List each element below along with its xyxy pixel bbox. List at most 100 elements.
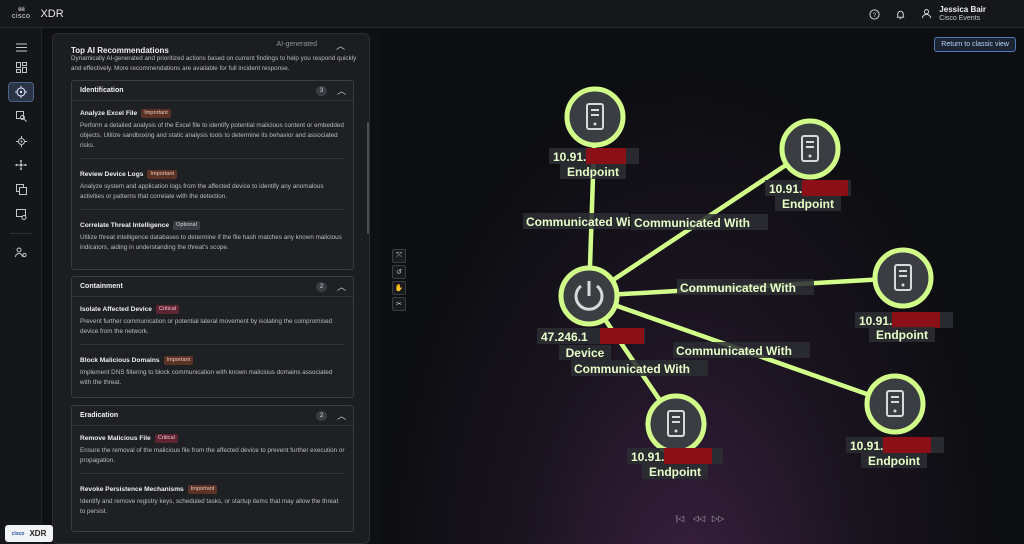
section-title: Identification xyxy=(80,87,124,94)
ai-generated-tag: AI-generated xyxy=(276,41,317,48)
chevron-up-icon[interactable]: ︿ xyxy=(336,86,346,96)
brand[interactable]: ılıılı cisco XDR xyxy=(0,7,64,20)
cisco-logo-icon: cisco xyxy=(11,530,25,537)
section-identification: Identification 3 ︿ Analyze Excel File Im… xyxy=(71,80,354,270)
node-type: Endpoint xyxy=(649,465,701,479)
recommendation-title: Block Malicious Domains xyxy=(80,356,160,364)
panel-title: Top AI Recommendations xyxy=(71,46,169,55)
node-ip: 47.246.1 xyxy=(541,330,588,344)
panel-scrollbar[interactable] xyxy=(367,122,369,234)
automation-icon[interactable] xyxy=(8,131,34,151)
recommendation-item[interactable]: Block Malicious Domains Important Implem… xyxy=(72,354,353,388)
recommendation-title: Review Device Logs xyxy=(80,170,144,178)
top-bar: ılıılı cisco XDR ? Jessica Bair Cisco Ev… xyxy=(0,0,1024,28)
collapse-panel-chevron-icon[interactable]: ︿ xyxy=(335,41,345,51)
recommendation-item[interactable]: Analyze Excel File Important Perform a d… xyxy=(72,107,353,151)
reports-icon[interactable] xyxy=(8,204,34,224)
node-ip: 10.91. xyxy=(859,314,892,328)
recommendation-text: Analyze system and application logs from… xyxy=(80,183,324,200)
admin-icon[interactable] xyxy=(8,242,34,262)
endpoint-node[interactable]: 10.91. Endpoint xyxy=(765,118,851,211)
redaction-bar xyxy=(802,180,848,196)
priority-badge: Important xyxy=(141,108,171,118)
edge-label: Communicated With xyxy=(680,281,796,295)
xdr-label: XDR xyxy=(29,529,47,538)
user-menu[interactable]: Jessica Bair Cisco Events xyxy=(919,5,986,22)
menu-icon[interactable] xyxy=(8,37,34,57)
edge-label: Communicated With xyxy=(634,216,750,230)
server-icon xyxy=(886,390,904,417)
node-type: Endpoint xyxy=(782,197,834,211)
recommendation-item[interactable]: Review Device Logs Important Analyze sys… xyxy=(72,168,353,202)
redaction-bar xyxy=(600,328,644,344)
recommendation-item[interactable]: Isolate Affected Device Critical Prevent… xyxy=(72,303,353,337)
section-header[interactable]: Eradication 2 ︿ xyxy=(72,406,353,426)
priority-badge: Critical xyxy=(155,304,180,314)
incidents-icon[interactable] xyxy=(8,82,34,102)
section-title: Eradication xyxy=(80,412,119,419)
server-icon xyxy=(894,264,912,291)
investigate-icon[interactable] xyxy=(8,106,34,126)
endpoint-node[interactable]: 10.91. Endpoint xyxy=(855,247,953,342)
item-divider xyxy=(80,158,345,159)
node-type: Device xyxy=(566,346,605,360)
edge-label: Communicated Wi xyxy=(526,215,631,229)
endpoint-node[interactable]: 10.91. Endpoint xyxy=(549,86,639,179)
panel-description: Dynamically AI-generated and prioritized… xyxy=(71,55,357,72)
recommendation-text: Utilize threat intelligence databases to… xyxy=(80,234,342,251)
nav-divider xyxy=(10,233,32,234)
return-classic-view-button[interactable]: Return to classic view xyxy=(934,37,1016,52)
graph-canvas: Communicated Wi Communicated With Commun… xyxy=(523,86,953,479)
section-count: 3 xyxy=(316,86,327,96)
help-icon[interactable]: ? xyxy=(867,7,881,21)
priority-badge: Important xyxy=(163,355,194,365)
item-divider xyxy=(80,473,345,474)
node-type: Endpoint xyxy=(868,454,920,468)
redaction-bar xyxy=(883,437,931,453)
section-containment: Containment 2 ︿ Isolate Affected Device … xyxy=(71,276,354,398)
recommendation-item[interactable]: Revoke Persistence Mechanisms Important … xyxy=(72,483,353,517)
edge-label: Communicated With xyxy=(574,362,690,376)
chevron-up-icon[interactable]: ︿ xyxy=(336,282,346,292)
recommendation-title: Correlate Threat Intelligence xyxy=(80,221,170,229)
server-icon xyxy=(667,410,685,437)
endpoint-node[interactable]: 10.91. Endpoint xyxy=(846,373,944,468)
section-header[interactable]: Containment 2 ︿ xyxy=(72,277,353,297)
node-ip: 10.91. xyxy=(553,150,586,164)
recommendation-text: Identify and remove registry keys, sched… xyxy=(80,498,339,515)
node-ip: 10.91. xyxy=(631,450,664,464)
endpoint-node[interactable]: 10.91. Endpoint xyxy=(627,393,723,479)
incident-graph[interactable]: Return to classic view ⤧ ↺ ✋ ✂ Communica… xyxy=(380,28,1024,544)
rewind-icon[interactable]: ◁◁ xyxy=(692,513,706,523)
recommendation-text: Ensure the removal of the malicious file… xyxy=(80,447,345,464)
redaction-bar xyxy=(892,312,940,328)
recommendation-title: Analyze Excel File xyxy=(80,109,138,117)
node-type: Endpoint xyxy=(876,328,928,342)
recommendation-item[interactable]: Remove Malicious File Critical Ensure th… xyxy=(72,432,353,466)
recommendation-text: Prevent further communication or potenti… xyxy=(80,318,332,335)
xdr-home-badge[interactable]: cisco XDR xyxy=(5,525,53,542)
priority-badge: Optional xyxy=(173,220,200,230)
assets-icon[interactable] xyxy=(8,179,34,199)
recommendation-text: Perform a detailed analysis of the Excel… xyxy=(80,122,344,149)
ai-recommendations-panel: Top AI Recommendations AI-generated ︿ Dy… xyxy=(52,33,370,544)
item-divider xyxy=(80,209,345,210)
pan-icon[interactable]: ✋ xyxy=(392,281,406,295)
recommendation-title: Remove Malicious File xyxy=(80,434,151,442)
recommendation-item[interactable]: Correlate Threat Intelligence Optional U… xyxy=(72,219,353,253)
dashboard-icon[interactable] xyxy=(8,57,34,77)
skip-back-icon[interactable]: |◁ xyxy=(675,513,685,523)
reset-icon[interactable]: ↺ xyxy=(392,265,406,279)
fit-icon[interactable]: ⤧ xyxy=(392,249,406,263)
device-node[interactable]: 47.246.1 Device xyxy=(537,265,645,360)
bell-icon[interactable] xyxy=(893,7,907,21)
layout-icon[interactable]: ✂ xyxy=(392,297,406,311)
user-org: Cisco Events xyxy=(939,14,981,22)
redaction-bar xyxy=(586,148,626,164)
chevron-up-icon[interactable]: ︿ xyxy=(336,411,346,421)
integrations-icon[interactable] xyxy=(8,155,34,175)
fast-forward-icon[interactable]: ▷▷ xyxy=(711,513,725,523)
section-count: 2 xyxy=(316,411,327,421)
svg-text:?: ? xyxy=(873,11,877,18)
section-header[interactable]: Identification 3 ︿ xyxy=(72,81,353,101)
